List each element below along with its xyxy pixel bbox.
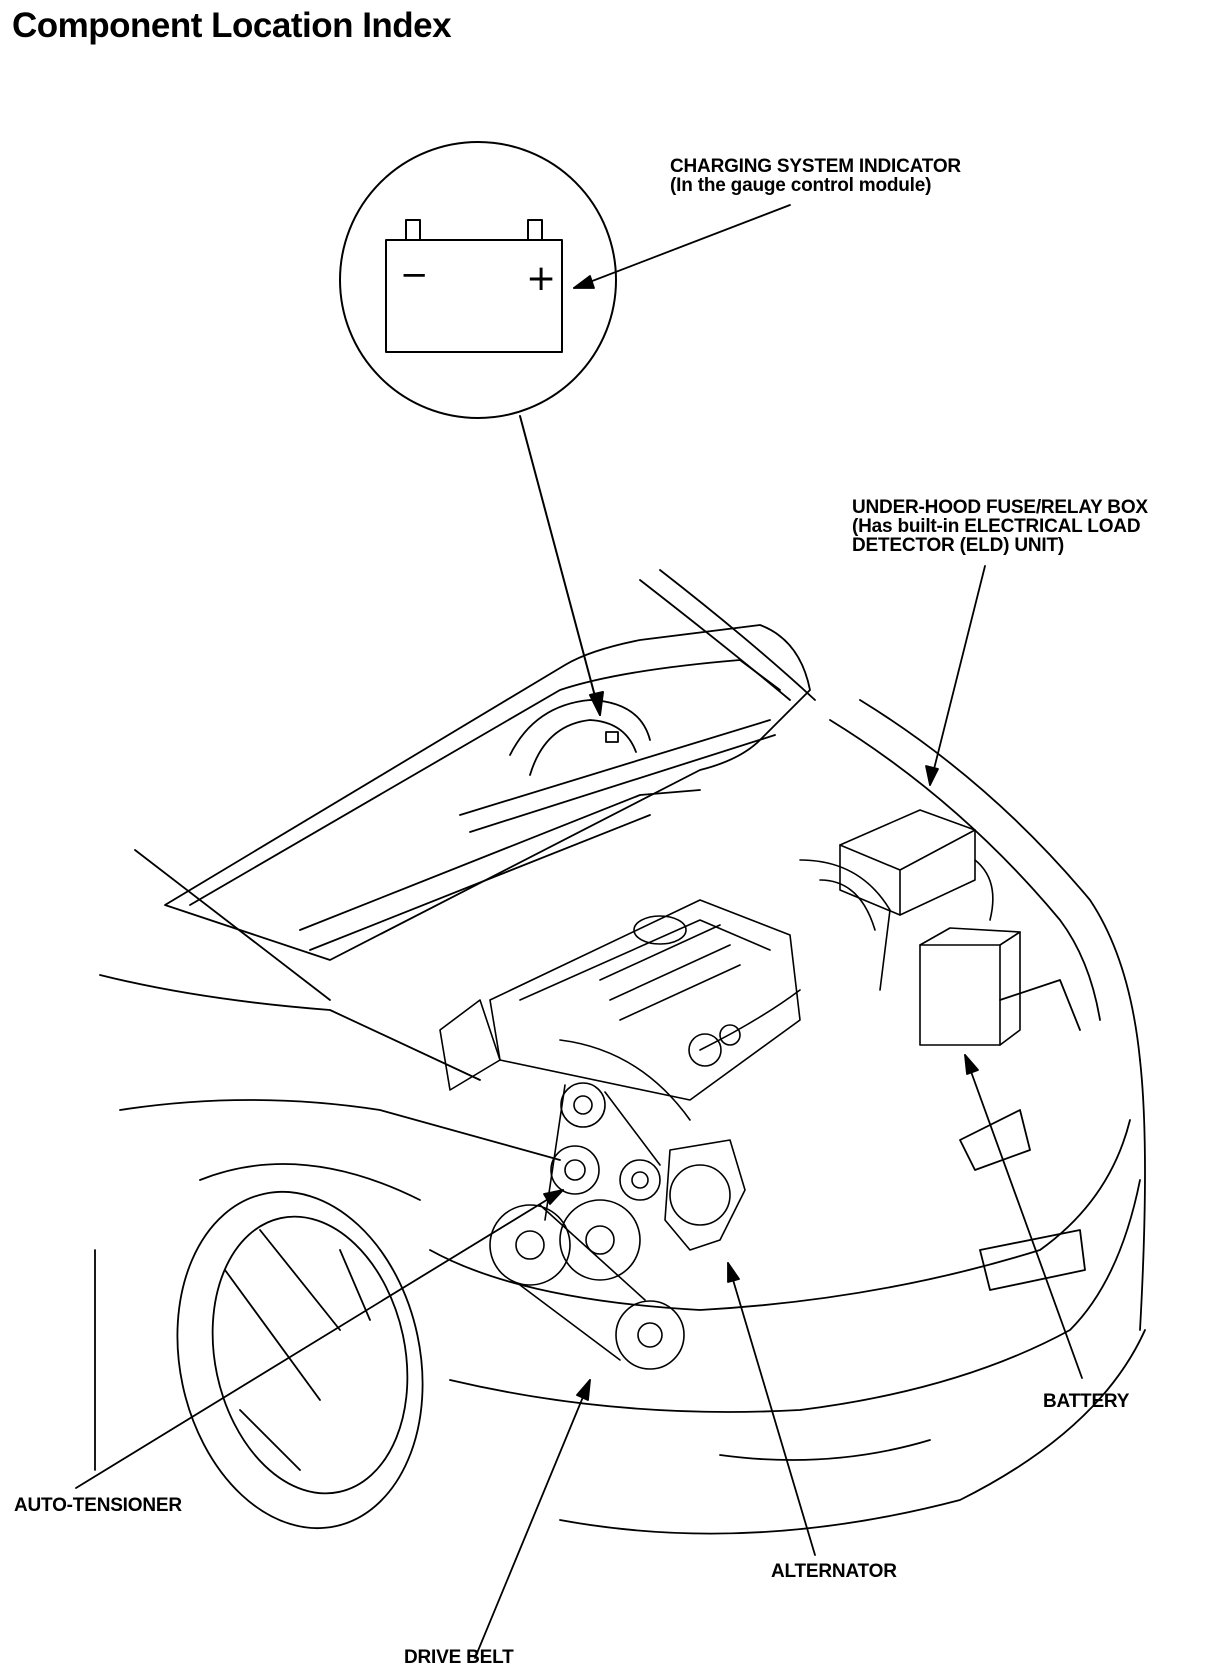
fuse-box-label-line-2: (Has built-in ELECTRICAL LOAD: [852, 516, 1141, 537]
fuse-box-leader: [929, 565, 986, 786]
leader-lines: [75, 204, 1083, 1659]
auto-tensioner-label-text: AUTO-TENSIONER: [14, 1495, 182, 1516]
indicator-leader-line: [519, 415, 601, 716]
car-body: [94, 569, 1146, 1535]
alternator-leader: [727, 1262, 816, 1556]
fuse-box-label-line-1: UNDER-HOOD FUSE/RELAY BOX: [852, 497, 1148, 518]
battery: [919, 927, 1021, 1046]
charging-indicator-leader: [573, 204, 791, 289]
page-title: Component Location Index: [12, 6, 452, 45]
alternator-label-text: ALTERNATOR: [771, 1561, 897, 1582]
drive-belt-label: DRIVE BELT: [404, 1648, 514, 1667]
alternator-label: ALTERNATOR: [771, 1562, 897, 1581]
charging-indicator-label-line-2: (In the gauge control module): [670, 175, 932, 196]
auto-tensioner-leader: [75, 1189, 564, 1489]
fuse-relay-box: [839, 809, 994, 921]
battery-leader: [964, 1054, 1083, 1379]
battery-label-text: BATTERY: [1043, 1391, 1130, 1412]
indicator-plus-symbol: +: [526, 258, 556, 299]
drive-belt-label-text: DRIVE BELT: [404, 1647, 514, 1668]
auto-tensioner-label: AUTO-TENSIONER: [14, 1496, 182, 1515]
battery-label: BATTERY: [1043, 1392, 1129, 1411]
belt-drive: [489, 1082, 746, 1370]
charging-indicator-label: CHARGING SYSTEM INDICATOR (In the gauge …: [670, 157, 961, 195]
indicator-zoom-circle: − +: [339, 141, 617, 419]
indicator-leader-arrowhead: [589, 691, 604, 716]
fuse-box-label-line-3: DETECTOR (ELD) UNIT): [852, 535, 1065, 556]
charging-indicator-label-line-1: CHARGING SYSTEM INDICATOR: [670, 156, 961, 177]
engine: [439, 859, 891, 1121]
drive-belt-leader: [474, 1379, 591, 1659]
battery-indicator-icon: − +: [385, 219, 563, 353]
indicator-minus-symbol: −: [400, 255, 429, 295]
fuse-box-label: UNDER-HOOD FUSE/RELAY BOX (Has built-in …: [852, 498, 1148, 555]
